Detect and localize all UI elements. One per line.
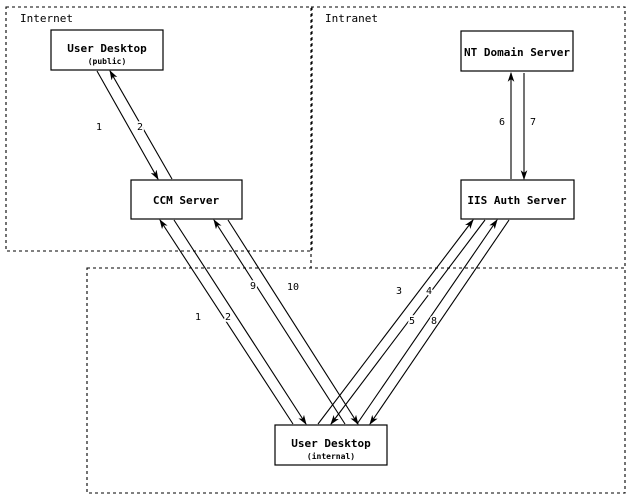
node-user-desktop-internal[interactable]: User Desktop(internal) bbox=[274, 424, 388, 466]
flow-label-halo-7: 7 bbox=[530, 117, 536, 128]
flow-arrow-9-user-desktop-internal-to-ccm-server bbox=[213, 219, 346, 425]
zone-boundary-internet bbox=[5, 6, 313, 252]
flow-arrows bbox=[96, 70, 528, 425]
node-box-ccm-server[interactable] bbox=[130, 179, 243, 220]
flow-arrow-3-user-desktop-internal-to-iis-auth-server bbox=[317, 219, 474, 425]
zone-internal-lan bbox=[86, 267, 626, 494]
node-box-nt-domain-server[interactable] bbox=[460, 30, 574, 72]
zone-label-internet: Internet bbox=[20, 12, 73, 25]
flow-label-1-user-desktop-internal-to-ccm-server: 1 bbox=[195, 312, 201, 323]
node-box-user-desktop-public[interactable] bbox=[50, 29, 164, 71]
node-title-user-desktop-internal: User Desktop bbox=[291, 437, 371, 450]
zone-boundaries: Internet Intranet bbox=[5, 6, 626, 494]
flow-arrow-8-iis-auth-server-to-user-desktop-internal bbox=[369, 219, 510, 425]
node-subtitle-user-desktop-public: (public) bbox=[88, 56, 127, 66]
node-nt-domain-server[interactable]: NT Domain Server bbox=[460, 30, 574, 72]
flow-arrow-1-user-desktop-public-to-ccm-server bbox=[96, 70, 159, 180]
node-ccm-server[interactable]: CCM Server bbox=[130, 179, 243, 220]
node-user-desktop-public[interactable]: User Desktop(public) bbox=[50, 29, 164, 71]
node-box-iis-auth-server[interactable] bbox=[460, 179, 575, 220]
zone-internet: Internet bbox=[5, 6, 313, 252]
flow-arrow-2-ccm-server-to-user-desktop-public bbox=[109, 70, 173, 180]
flow-arrow-10-ccm-server-to-user-desktop-internal bbox=[227, 219, 359, 425]
node-title-user-desktop-public: User Desktop bbox=[67, 42, 147, 55]
zone-boundary-internal-lan bbox=[86, 267, 626, 494]
node-title-ccm-server: CCM Server bbox=[153, 194, 220, 207]
flow-label-halo-8: 8 bbox=[431, 316, 437, 327]
node-title-iis-auth-server: IIS Auth Server bbox=[467, 194, 567, 207]
flow-label-2-ccm-server-to-user-desktop-public: 2 bbox=[137, 122, 143, 133]
node-title-nt-domain-server: NT Domain Server bbox=[464, 46, 570, 59]
node-subtitle-user-desktop-internal: (internal) bbox=[307, 451, 355, 461]
flow-label-7-nt-domain-server-to-iis-auth-server: 7 bbox=[530, 117, 536, 128]
flow-arrow-1-user-desktop-internal-to-ccm-server bbox=[159, 219, 294, 425]
node-iis-auth-server[interactable]: IIS Auth Server bbox=[460, 179, 575, 220]
zone-label-intranet: Intranet bbox=[325, 12, 378, 25]
flow-arrow-4-iis-auth-server-to-user-desktop-internal bbox=[330, 219, 486, 425]
flow-label-halo-5: 5 bbox=[409, 316, 415, 327]
flow-label-9-user-desktop-internal-to-ccm-server: 9 bbox=[250, 281, 256, 292]
flow-label-2-ccm-server-to-user-desktop-internal: 2 bbox=[225, 312, 231, 323]
flow-label-3-user-desktop-internal-to-iis-auth-server: 3 bbox=[396, 286, 402, 297]
flow-label-halo-6: 6 bbox=[499, 117, 505, 128]
flow-label-1-user-desktop-public-to-ccm-server: 1 bbox=[96, 122, 102, 133]
flow-label-5-user-desktop-internal-to-iis-auth-server: 5 bbox=[409, 316, 415, 327]
flow-label-halo-2: 2 bbox=[137, 122, 143, 133]
flow-label-8-iis-auth-server-to-user-desktop-internal: 8 bbox=[431, 316, 437, 327]
flow-label-4-iis-auth-server-to-user-desktop-internal: 4 bbox=[426, 286, 432, 297]
flow-label-halo-4: 4 bbox=[426, 286, 432, 297]
flow-label-halo-10: 10 bbox=[287, 282, 299, 293]
flow-label-halo-3: 3 bbox=[396, 286, 402, 297]
flow-label-6-iis-auth-server-to-nt-domain-server: 6 bbox=[499, 117, 505, 128]
flow-label-halo-9: 9 bbox=[250, 281, 256, 292]
node-box-user-desktop-internal[interactable] bbox=[274, 424, 388, 466]
flow-label-halo-2: 2 bbox=[225, 312, 231, 323]
flow-label-halo-1: 1 bbox=[96, 122, 102, 133]
flow-arrow-5-user-desktop-internal-to-iis-auth-server bbox=[356, 219, 498, 425]
flow-label-10-ccm-server-to-user-desktop-internal: 10 bbox=[287, 282, 299, 293]
flow-arrow-2-ccm-server-to-user-desktop-internal bbox=[173, 219, 307, 425]
flow-label-halo-1: 1 bbox=[195, 312, 201, 323]
